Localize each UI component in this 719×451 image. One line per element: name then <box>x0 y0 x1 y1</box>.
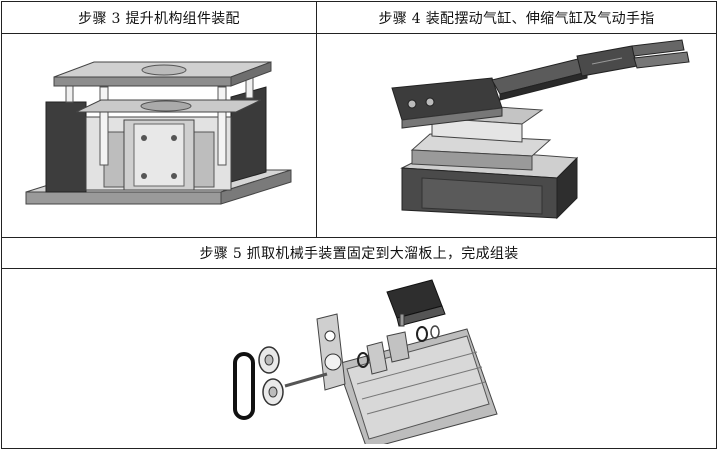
step5-caption: 步骤 5 抓取机械手装置固定到大溜板上，完成组装 <box>199 245 519 262</box>
step4-caption: 步骤 4 装配摆动气缸、伸缩气缸及气动手指 <box>378 10 655 27</box>
gripper-carriage-image <box>227 274 517 444</box>
step3-caption: 步骤 3 提升机构组件装配 <box>78 10 240 27</box>
column-divider <box>316 2 317 237</box>
swing-cylinder-image <box>382 38 712 233</box>
row-divider <box>2 33 716 34</box>
lifting-mechanism-image <box>16 42 306 228</box>
row-divider <box>2 237 716 238</box>
row-divider <box>2 268 716 269</box>
